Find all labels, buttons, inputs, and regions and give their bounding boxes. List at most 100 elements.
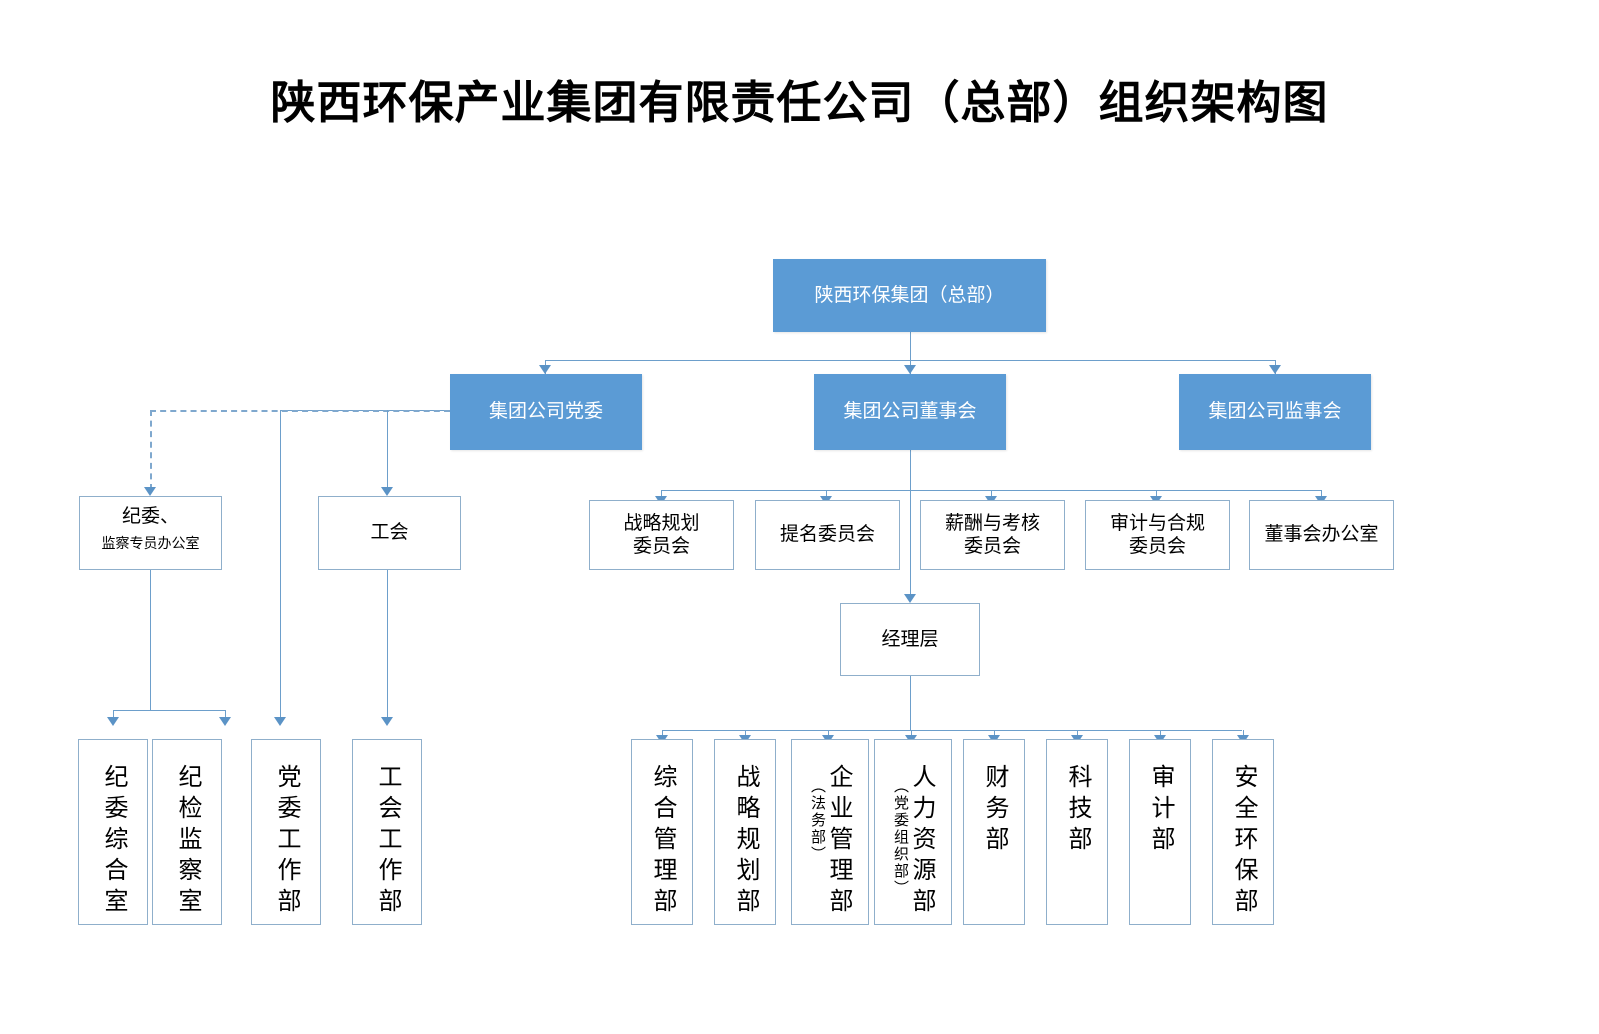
connector-dept-drop-3: [911, 730, 912, 739]
node-committee-strategy-planning[interactable]: 战略规划 委员会: [589, 500, 734, 570]
node-label: 党委工作部: [273, 764, 300, 919]
node-board-office[interactable]: 董事会办公室: [1249, 500, 1394, 570]
node-label-line1: 提名委员会: [779, 524, 875, 546]
connector-dept-drop-1: [745, 730, 746, 739]
node-note: （党委组织部）: [892, 778, 909, 897]
connector-board-to-management: [910, 490, 911, 597]
node-dept-finance[interactable]: 财务部: [963, 739, 1025, 925]
node-discipline-inspection-commission[interactable]: 纪委、 监察专员办公室: [79, 496, 222, 570]
connector-committee-drop-3: [1156, 490, 1157, 500]
vertical-text-wrap: 安全环保部: [1230, 764, 1257, 919]
vertical-text-wrap: 企业管理部 （法务部）: [809, 764, 852, 919]
node-label: 纪委综合室: [100, 764, 127, 919]
node-dept-general-management[interactable]: 综合管理部: [631, 739, 693, 925]
node-sublabel: 监察专员办公室: [101, 535, 200, 552]
connector-dept-drop-7: [1243, 730, 1244, 739]
node-label-line1: 审计与合规: [1109, 512, 1205, 534]
node-dept-safety-environmental-protection[interactable]: 安全环保部: [1212, 739, 1274, 925]
node-committee-audit-compliance[interactable]: 审计与合规 委员会: [1085, 500, 1230, 570]
connector-committee-drop-4: [1321, 490, 1322, 500]
node-label: 企业管理部: [825, 764, 852, 919]
connector-union-stem: [387, 410, 388, 490]
vertical-text-wrap: 党委工作部: [273, 764, 300, 919]
node-supervisory-board[interactable]: 集团公司监事会: [1179, 374, 1371, 450]
connector-committee-drop-2: [991, 490, 992, 500]
connector-union-to-dept: [387, 570, 388, 720]
arrow-union: [381, 487, 393, 496]
node-label: 战略规划部: [732, 764, 759, 919]
vertical-text-wrap: 科技部: [1064, 764, 1091, 857]
connector-dept-drop-5: [1077, 730, 1078, 739]
vertical-text-wrap: 审计部: [1147, 764, 1174, 857]
connector-dept-drop-2: [828, 730, 829, 739]
connector-dashed-to-discipline-h: [150, 410, 450, 412]
connector-party-work-dept-stem: [280, 410, 281, 720]
arrow-discipline-committee: [144, 487, 156, 496]
node-label-line1: 战略规划: [623, 512, 700, 534]
node-label-line1: 薪酬与考核: [944, 512, 1040, 534]
arrow-party-work-dept: [274, 717, 286, 726]
node-dept-strategic-planning[interactable]: 战略规划部: [714, 739, 776, 925]
node-label: 安全环保部: [1230, 764, 1257, 919]
node-label: 集团公司监事会: [1208, 401, 1342, 423]
connector-discipline-drop-b: [225, 710, 226, 721]
node-board-of-directors[interactable]: 集团公司董事会: [814, 374, 1006, 450]
node-label: 集团公司党委: [488, 401, 603, 423]
vertical-text-wrap: 纪委综合室: [100, 764, 127, 919]
vertical-text-wrap: 战略规划部: [732, 764, 759, 919]
node-dept-human-resources[interactable]: 人力资源部 （党委组织部）: [874, 739, 952, 925]
node-dept-party-committee-work[interactable]: 党委工作部: [251, 739, 321, 925]
arrow-board: [904, 365, 916, 374]
connector-committee-drop-1: [826, 490, 827, 500]
connector-dept-drop-0: [662, 730, 663, 739]
node-label: 纪委、: [121, 506, 179, 527]
node-dept-discipline-general-office[interactable]: 纪委综合室: [78, 739, 148, 925]
node-dept-enterprise-management[interactable]: 企业管理部 （法务部）: [791, 739, 869, 925]
node-committee-compensation-appraisal[interactable]: 薪酬与考核 委员会: [920, 500, 1065, 570]
node-dept-technology[interactable]: 科技部: [1046, 739, 1108, 925]
vertical-text-wrap: 纪检监察室: [174, 764, 201, 919]
node-label: 综合管理部: [649, 764, 676, 919]
vertical-text-wrap: 综合管理部: [649, 764, 676, 919]
connector-dept-drop-4: [994, 730, 995, 739]
node-label: 工会工作部: [374, 764, 401, 919]
node-label: 陕西环保集团（总部）: [814, 284, 1005, 306]
node-label: 集团公司董事会: [843, 401, 977, 423]
connector-discipline-bus: [113, 710, 225, 711]
connector-committee-drop-0: [661, 490, 662, 500]
node-dept-union-work[interactable]: 工会工作部: [352, 739, 422, 925]
vertical-text-wrap: 财务部: [981, 764, 1008, 857]
node-group-headquarters[interactable]: 陕西环保集团（总部）: [773, 259, 1046, 332]
connector-management-stem: [910, 676, 911, 730]
arrow-discipline-inspection-office: [219, 717, 231, 726]
node-party-committee[interactable]: 集团公司党委: [450, 374, 642, 450]
node-committee-nomination[interactable]: 提名委员会: [755, 500, 900, 570]
vertical-text-wrap: 人力资源部 （党委组织部）: [892, 764, 935, 919]
node-label: 纪检监察室: [174, 764, 201, 919]
connector-root-stem: [910, 332, 911, 360]
connector-board-stem: [910, 450, 911, 490]
node-labor-union[interactable]: 工会: [318, 496, 461, 570]
arrow-supervisory-board: [1269, 365, 1281, 374]
vertical-text-wrap: 工会工作部: [374, 764, 401, 919]
node-label: 财务部: [981, 764, 1008, 857]
node-label: 科技部: [1064, 764, 1091, 857]
node-note: （法务部）: [809, 778, 826, 863]
connector-department-bus: [662, 730, 1242, 731]
connector-dept-drop-6: [1160, 730, 1161, 739]
connector-discipline-stem: [150, 570, 151, 710]
node-label: 工会: [370, 522, 409, 544]
arrow-party-committee: [539, 365, 551, 374]
node-label-line2: 委员会: [1128, 536, 1186, 557]
node-management-layer[interactable]: 经理层: [840, 603, 980, 676]
node-label: 审计部: [1147, 764, 1174, 857]
arrow-management-layer: [904, 594, 916, 603]
node-label-line2: 委员会: [632, 536, 690, 557]
page-title: 陕西环保产业集团有限责任公司（总部）组织架构图: [270, 78, 1329, 128]
arrow-discipline-general-office: [107, 717, 119, 726]
node-dept-discipline-inspection-office[interactable]: 纪检监察室: [152, 739, 222, 925]
node-label-line2: 委员会: [963, 536, 1021, 557]
node-label: 经理层: [881, 628, 939, 650]
node-dept-audit[interactable]: 审计部: [1129, 739, 1191, 925]
